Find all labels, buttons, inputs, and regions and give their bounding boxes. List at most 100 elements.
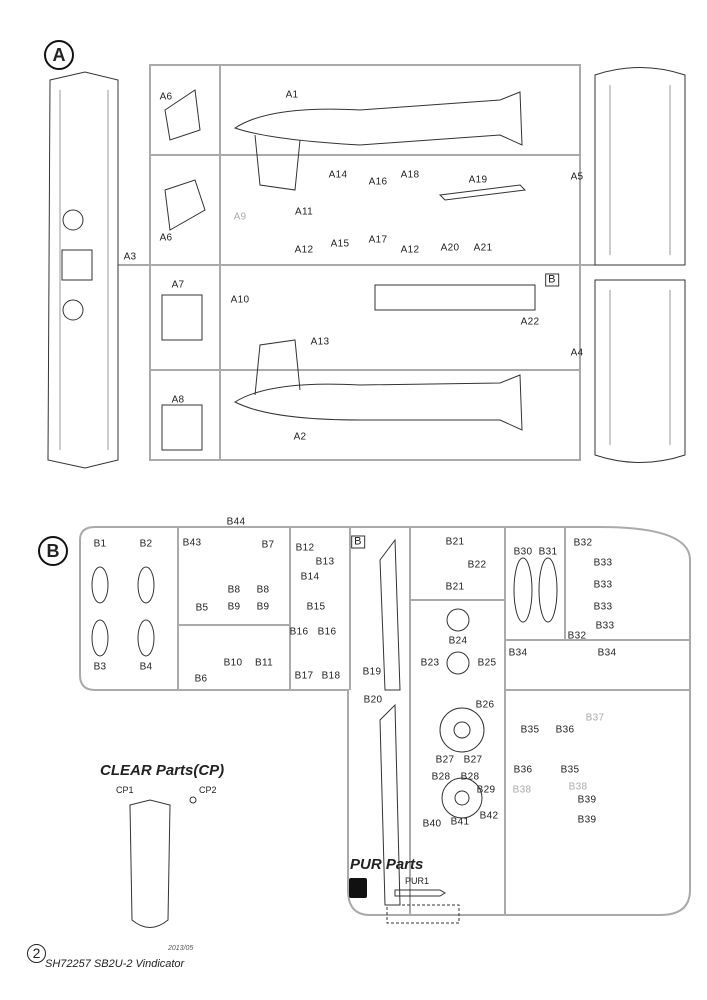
wing-a3 [47, 71, 119, 469]
part-label: A18 [400, 169, 420, 181]
part-label: B35 [560, 764, 580, 776]
engine-b26 [439, 707, 485, 753]
footer-title: SH72257 SB2U-2 Vindicator [45, 958, 185, 970]
strut-b20 [379, 703, 401, 906]
part-label: A2 [293, 431, 307, 443]
resin-drop-icon [349, 878, 367, 898]
float-b30 [513, 557, 533, 623]
part-label: B33 [593, 579, 613, 591]
part-label: B16 [289, 626, 309, 638]
part-label: B33 [595, 620, 615, 632]
part-label: B7 [261, 539, 275, 551]
part-label: A5 [570, 171, 584, 183]
part-label: B34 [508, 647, 528, 659]
part-label: A3 [123, 251, 137, 263]
footer-date: 2013/05 [168, 945, 194, 952]
sprue-b-frame [79, 526, 691, 916]
part-label: B9 [227, 601, 241, 613]
part-label: B38 [568, 781, 588, 793]
pur-dashed-box [386, 904, 460, 924]
part-label: A19 [468, 174, 488, 186]
part-label: B39 [577, 814, 597, 826]
part-label: B5 [195, 602, 209, 614]
part-label: A13 [310, 336, 330, 348]
part-label: B27 [463, 754, 483, 766]
fuselage-a1 [233, 91, 523, 191]
part-label: B32 [567, 630, 587, 642]
part-label: B40 [422, 818, 442, 830]
float-b31 [538, 557, 558, 623]
part-label: B41 [450, 816, 470, 828]
part-label: B35 [520, 724, 540, 736]
part-label: B12 [295, 542, 315, 554]
part-label: A9 [233, 211, 247, 223]
part-a6 [164, 89, 201, 141]
part-label: A4 [570, 347, 584, 359]
part-label: B15 [306, 601, 326, 613]
part-label: B30 [513, 546, 533, 558]
part-label: B27 [435, 754, 455, 766]
part-label: A16 [368, 176, 388, 188]
part-label: B44 [226, 516, 246, 528]
part-label: B31 [538, 546, 558, 558]
part-label: B43 [182, 537, 202, 549]
part-label: A6 [159, 91, 173, 103]
propeller-a19 [438, 184, 527, 201]
part-label: B14 [300, 571, 320, 583]
part-label: B21 [445, 581, 465, 593]
part-pur1 [394, 889, 446, 897]
clear-parts-title: CLEAR Parts(CP) [100, 762, 225, 779]
part-label: B20 [363, 694, 383, 706]
sprue-b-badge: B [38, 536, 68, 566]
part-label: B18 [321, 670, 341, 682]
part-label: B8 [256, 584, 270, 596]
floor-a22 [374, 284, 536, 311]
part-label: A20 [440, 242, 460, 254]
part-a6b [164, 179, 206, 231]
part-cp2 [189, 796, 197, 804]
wheels-b24 [446, 608, 470, 675]
part-label: B6 [194, 673, 208, 685]
part-label: B24 [448, 635, 468, 647]
wing-a4 [594, 279, 686, 463]
sprue-a-frame [118, 64, 595, 461]
part-label: A21 [473, 242, 493, 254]
part-label: A12 [400, 244, 420, 256]
part-label: B39 [577, 794, 597, 806]
page-number: 2 [27, 944, 46, 963]
part-label: B28 [460, 771, 480, 783]
part-a8 [161, 404, 203, 451]
part-label: A12 [294, 244, 314, 256]
part-label: A15 [330, 238, 350, 250]
part-label: A10 [230, 294, 250, 306]
part-label: B42 [479, 810, 499, 822]
part-label: B4 [139, 661, 153, 673]
part-label: B8 [227, 584, 241, 596]
part-label: B2 [139, 538, 153, 550]
part-label: B13 [315, 556, 335, 568]
part-label: B28 [431, 771, 451, 783]
part-label: A6 [159, 232, 173, 244]
part-label: B32 [573, 537, 593, 549]
part-label: B21 [445, 536, 465, 548]
part-label: A17 [368, 234, 388, 246]
part-label-cp2: CP2 [199, 785, 217, 795]
part-label: A14 [328, 169, 348, 181]
part-label: B22 [467, 559, 487, 571]
part-label: A1 [285, 89, 299, 101]
fuselage-a2 [233, 339, 523, 431]
part-label: A8 [171, 394, 185, 406]
part-label: B1 [93, 538, 107, 550]
part-a7 [161, 294, 203, 341]
part-label: B19 [362, 666, 382, 678]
canopy-cp1 [129, 799, 171, 928]
part-label: B29 [476, 784, 496, 796]
part-label: A22 [520, 316, 540, 328]
part-label: A7 [171, 279, 185, 291]
part-label-cp1: CP1 [116, 785, 134, 795]
part-label: B17 [294, 670, 314, 682]
part-label: B11 [255, 657, 273, 669]
part-label: B38 [512, 784, 532, 796]
